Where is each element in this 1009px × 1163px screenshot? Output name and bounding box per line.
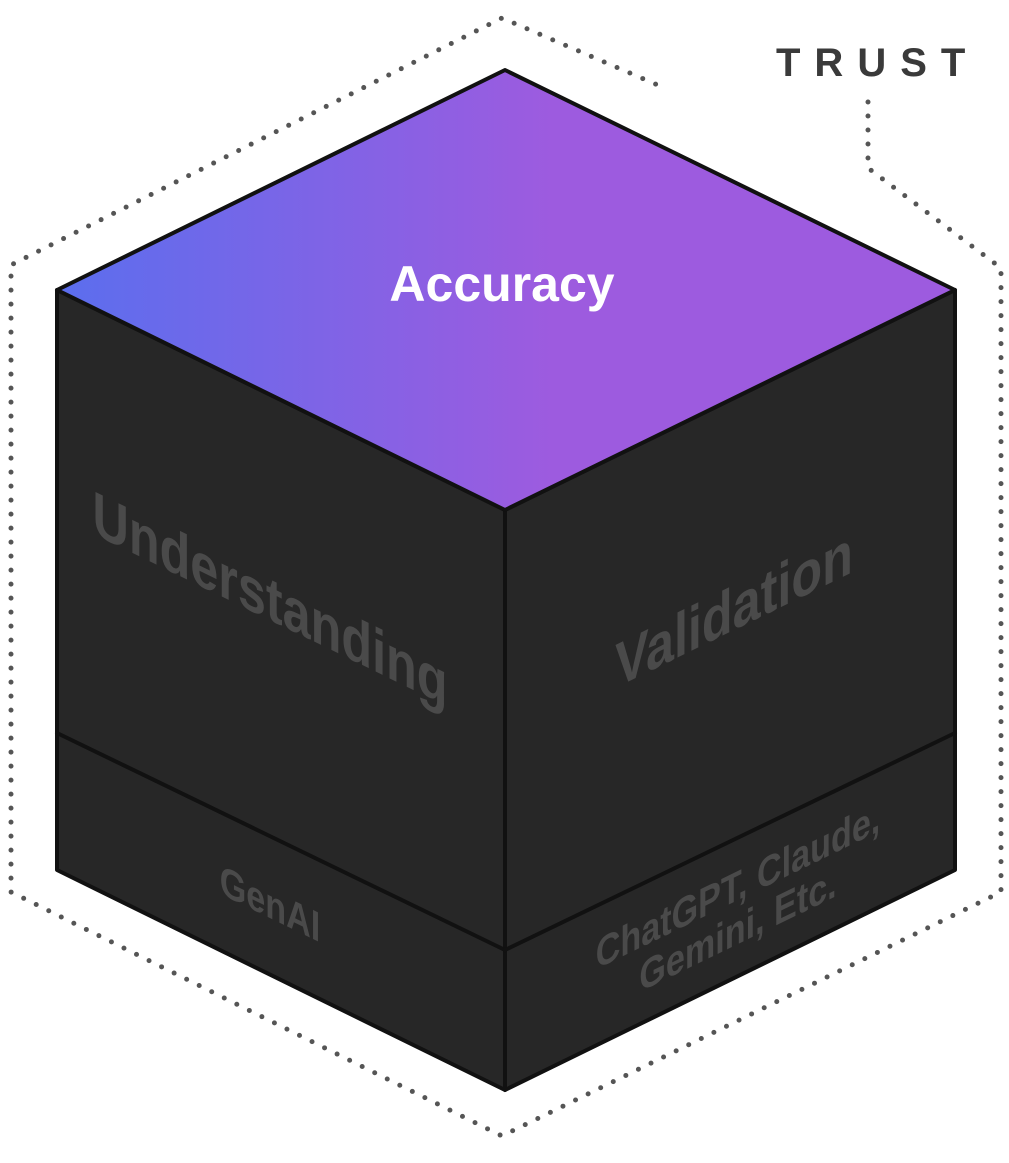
left-layer-divider xyxy=(55,731,507,952)
right-layer-divider xyxy=(503,731,957,952)
top-face xyxy=(55,68,957,512)
accuracy-label: Accuracy xyxy=(389,256,614,312)
trust-label: TRUST xyxy=(776,41,979,85)
trust-dotted-outline xyxy=(8,15,1004,1139)
